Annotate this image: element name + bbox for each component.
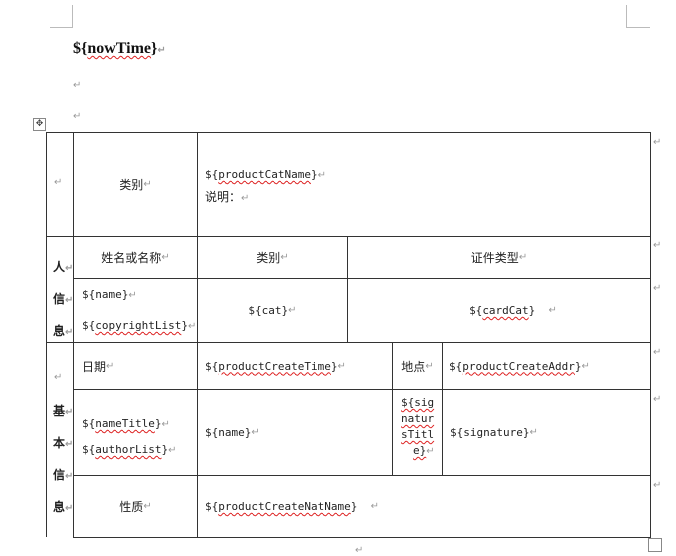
cat-value: ${cat} bbox=[248, 304, 289, 317]
name2-value: ${name} bbox=[205, 426, 252, 439]
table-border bbox=[46, 236, 651, 237]
copyright-var: copyrightList bbox=[95, 319, 182, 332]
card-cat-field[interactable]: ${cardCat} ↵ bbox=[469, 304, 557, 317]
side-char: 人↵ bbox=[53, 260, 74, 274]
row-end-mark-icon: ↵ bbox=[653, 347, 662, 358]
date-label: 日期 bbox=[82, 359, 107, 374]
product-cat-prefix: ${ bbox=[205, 168, 219, 181]
signature-title-field[interactable]: ${sig natur sTitl e}↵ bbox=[401, 396, 435, 457]
category-label: 类别 bbox=[119, 178, 144, 192]
heading-suffix: } bbox=[151, 40, 158, 57]
table-border bbox=[73, 132, 74, 538]
create-time-var: productCreateTime bbox=[218, 359, 331, 373]
table-border bbox=[46, 132, 47, 537]
side-label-basic-info: 基↵ 本↵ 信↵ 息↵ bbox=[53, 396, 73, 524]
paragraph-mark-icon: ↵ bbox=[54, 372, 63, 383]
product-cat-name-field[interactable]: ${productCatName}↵ bbox=[205, 168, 326, 181]
place-label: 地点 bbox=[401, 359, 426, 374]
author-list-var: authorList bbox=[95, 443, 162, 456]
row-end-mark-icon: ↵ bbox=[653, 480, 662, 491]
paragraph-mark-icon: ↵ bbox=[157, 45, 166, 56]
crop-mark-top-left-h bbox=[50, 27, 72, 28]
paragraph-mark-icon: ↵ bbox=[54, 177, 63, 188]
place-label-cell[interactable]: 地点↵ bbox=[401, 359, 434, 374]
row-end-mark-icon: ↵ bbox=[653, 137, 662, 148]
signature-field[interactable]: ${signature}↵ bbox=[450, 426, 538, 439]
table-border bbox=[73, 475, 651, 476]
paragraph-mark-icon: ↵ bbox=[317, 170, 326, 181]
name-field[interactable]: ${name}↵ bbox=[82, 288, 137, 301]
table-border bbox=[46, 132, 651, 133]
product-cat-var: productCatName bbox=[218, 168, 311, 181]
table-resize-handle-icon[interactable] bbox=[648, 538, 662, 552]
product-create-addr-field[interactable]: ${productCreateAddr}↵ bbox=[449, 359, 590, 373]
table-border bbox=[392, 342, 393, 476]
header-name: 姓名或名称 bbox=[101, 251, 162, 265]
cat-field[interactable]: ${cat}↵ bbox=[248, 304, 297, 317]
paragraph-mark-icon: ↵ bbox=[143, 179, 152, 190]
description-label: 说明： bbox=[205, 190, 242, 204]
table-border bbox=[73, 278, 651, 279]
paragraph-mark-icon: ↵ bbox=[73, 80, 82, 91]
side-label-person-info: 人↵ 信↵ 息↵ bbox=[53, 252, 73, 348]
side-char: 基↵ bbox=[53, 404, 74, 418]
product-create-time-field[interactable]: ${productCreateTime}↵ bbox=[205, 359, 346, 373]
side-char: 信↵ bbox=[53, 292, 74, 306]
nature-label: 性质 bbox=[119, 500, 144, 514]
table-border bbox=[197, 132, 198, 538]
name-title-field[interactable]: ${nameTitle}↵ bbox=[82, 417, 170, 430]
copyright-list-field[interactable]: ${copyrightList}↵ bbox=[82, 319, 197, 332]
heading-prefix: ${ bbox=[73, 40, 88, 57]
product-cat-suffix: } bbox=[310, 168, 318, 181]
paragraph-mark-icon: ↵ bbox=[241, 193, 250, 204]
table-move-handle-icon[interactable]: ✥ bbox=[33, 118, 46, 131]
crop-mark-top-left-v bbox=[72, 5, 73, 28]
header-category: 类别 bbox=[256, 251, 281, 265]
table-border bbox=[650, 132, 651, 538]
header-category-cell[interactable]: 类别↵ bbox=[256, 251, 289, 265]
table-border bbox=[347, 236, 348, 343]
side-char: 本↵ bbox=[53, 436, 74, 450]
header-id-type-cell[interactable]: 证件类型↵ bbox=[470, 251, 528, 265]
product-create-nat-name-field[interactable]: ${productCreateNatName} ↵ bbox=[205, 500, 379, 513]
row-end-mark-icon: ↵ bbox=[653, 394, 662, 405]
heading-var: nowTime bbox=[87, 40, 152, 57]
category-label-cell[interactable]: 类别↵ bbox=[74, 133, 197, 236]
row-end-mark-icon: ↵ bbox=[653, 283, 662, 294]
paragraph-mark-icon: ↵ bbox=[355, 545, 364, 556]
create-addr-var: productCreateAddr bbox=[462, 359, 575, 373]
table-border bbox=[442, 342, 443, 476]
side-char: 息↵ bbox=[53, 324, 74, 338]
date-label-cell[interactable]: 日期↵ bbox=[82, 359, 115, 374]
side-char: 息↵ bbox=[53, 500, 74, 514]
name-title-var: nameTitle bbox=[95, 417, 155, 430]
description-field[interactable]: 说明：↵ bbox=[205, 188, 249, 205]
card-cat-var: cardCat bbox=[482, 304, 529, 317]
signature-value: ${signature} bbox=[450, 426, 530, 439]
table-border bbox=[73, 389, 651, 390]
header-name-cell[interactable]: 姓名或名称↵ bbox=[101, 251, 170, 265]
paragraph-mark-icon: ↵ bbox=[73, 111, 82, 122]
heading-now-time[interactable]: ${nowTime}↵ bbox=[73, 40, 166, 58]
name2-field[interactable]: ${name}↵ bbox=[205, 426, 260, 439]
side-char: 信↵ bbox=[53, 468, 74, 482]
create-nat-var: productCreateNatName bbox=[218, 500, 351, 513]
nature-label-cell[interactable]: 性质↵ bbox=[119, 500, 152, 514]
author-list-field[interactable]: ${authorList}↵ bbox=[82, 443, 177, 456]
name-var: name bbox=[95, 288, 122, 301]
table-border bbox=[73, 537, 651, 538]
row-end-mark-icon: ↵ bbox=[653, 240, 662, 251]
header-id-type: 证件类型 bbox=[470, 251, 519, 265]
table-border bbox=[46, 342, 651, 343]
crop-mark-top-right-v bbox=[626, 5, 627, 28]
crop-mark-top-right-h bbox=[626, 27, 650, 28]
